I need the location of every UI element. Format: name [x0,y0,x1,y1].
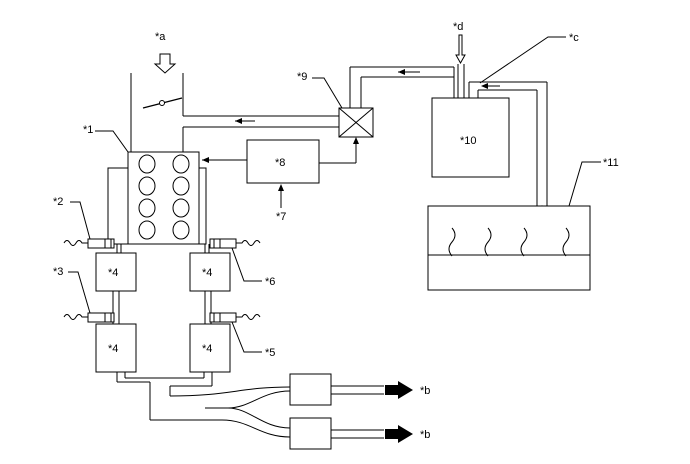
label-a: *a [155,31,166,43]
label-4-upper-left: *4 [108,267,118,279]
label-b-upper: *b [420,385,430,397]
label-1: *1 [83,124,93,136]
label-6: *6 [265,276,275,288]
label-5: *5 [265,347,275,359]
muffler-upper [289,373,413,406]
intake-duct [130,73,339,152]
label-2: *2 [53,196,63,208]
label-3: *3 [53,266,63,278]
muffler-lower [289,417,413,450]
label-7: *7 [276,211,286,223]
label-9: *9 [297,71,307,83]
label-4-lower-left: *4 [108,343,118,355]
label-d: *d [453,21,463,33]
purge-line [349,66,455,108]
label-11: *11 [603,157,619,169]
exhaust-right-bank [189,244,231,373]
ecm-box [202,137,359,208]
purge-valve [338,107,374,138]
exhaust-left-bank [95,244,137,373]
leader-lines [68,36,601,353]
fresh-air-arrow [455,34,466,98]
label-b-lower: *b [420,429,430,441]
label-8: *8 [275,157,285,169]
label-c: *c [569,32,579,44]
canister [431,97,510,178]
engine-block [107,151,207,245]
intake-air-arrow [153,53,177,74]
throttle-valve [142,97,183,109]
exhaust-pipes [116,372,291,438]
sensors [63,238,261,323]
label-4-upper-right: *4 [202,267,212,279]
fuel-tank [427,205,591,291]
label-4-lower-right: *4 [202,343,212,355]
label-10: *10 [460,135,477,147]
